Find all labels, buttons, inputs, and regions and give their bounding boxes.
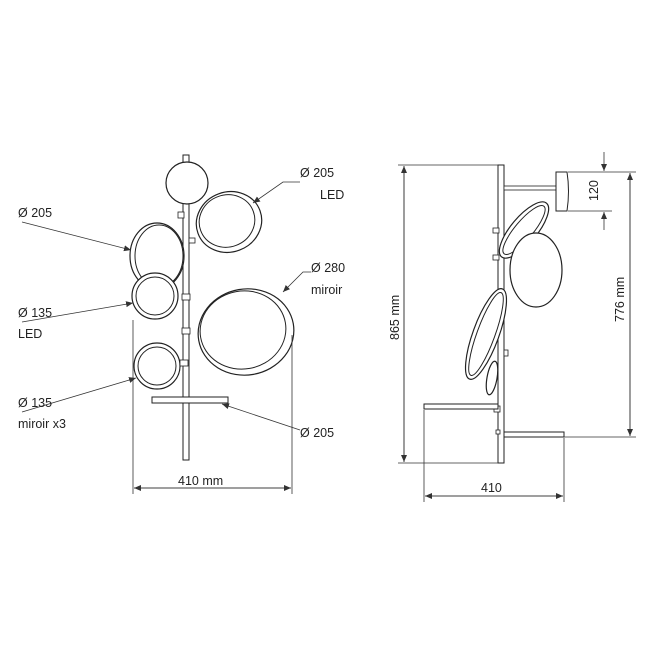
- front-width-label: 410 mm: [178, 474, 223, 488]
- side-height-top-dimension: [568, 152, 612, 230]
- side-height-total-label: 865 mm: [388, 295, 402, 340]
- side-disc: [509, 232, 563, 308]
- side-height-total-dimension: [398, 164, 498, 464]
- callout-led-205-type: LED: [320, 188, 344, 202]
- front-led-ring-135: [131, 272, 179, 320]
- side-width-dimension: [423, 410, 565, 502]
- callout-led-205-size: Ø 205: [300, 166, 334, 180]
- front-led-ring-205: [195, 191, 263, 253]
- callout-mirror-135-type: miroir x3: [18, 417, 66, 431]
- callout-led-135-size: Ø 135: [18, 306, 52, 320]
- side-big-ring: [464, 288, 508, 380]
- front-view: Ø 205 LED Ø 205 Ø 280 miroir Ø 135 LED Ø…: [18, 154, 345, 494]
- callout-shelf-205-size: Ø 205: [300, 426, 334, 440]
- callout-mirror-280-type: miroir: [311, 283, 342, 297]
- front-leaders: [21, 181, 311, 431]
- callout-mirror-135-size: Ø 135: [18, 396, 52, 410]
- side-height-upper-label: 776 mm: [613, 277, 627, 322]
- front-stem-connectors: [177, 211, 196, 367]
- front-stem: [182, 154, 190, 461]
- front-width-dimension: [132, 320, 293, 494]
- front-mirror-ring-135: [133, 342, 181, 390]
- front-mirror-ring-280: [197, 288, 295, 376]
- callout-led-135-type: LED: [18, 327, 42, 341]
- callout-mirror-280-size: Ø 280: [311, 261, 345, 275]
- front-shelf: [151, 396, 229, 404]
- callout-disc-205-size: Ø 205: [18, 206, 52, 220]
- side-top-arm: [503, 171, 569, 212]
- side-width-label: 410: [481, 481, 502, 495]
- side-lower-arm: [495, 429, 565, 438]
- side-view: 865 mm 776 mm 120 410: [388, 152, 636, 502]
- front-top-disc: [165, 161, 209, 205]
- side-small-mirror: [485, 360, 499, 396]
- side-height-upper-dimension: [564, 171, 636, 438]
- side-height-top-label: 120: [587, 180, 601, 201]
- side-shelf: [423, 403, 499, 410]
